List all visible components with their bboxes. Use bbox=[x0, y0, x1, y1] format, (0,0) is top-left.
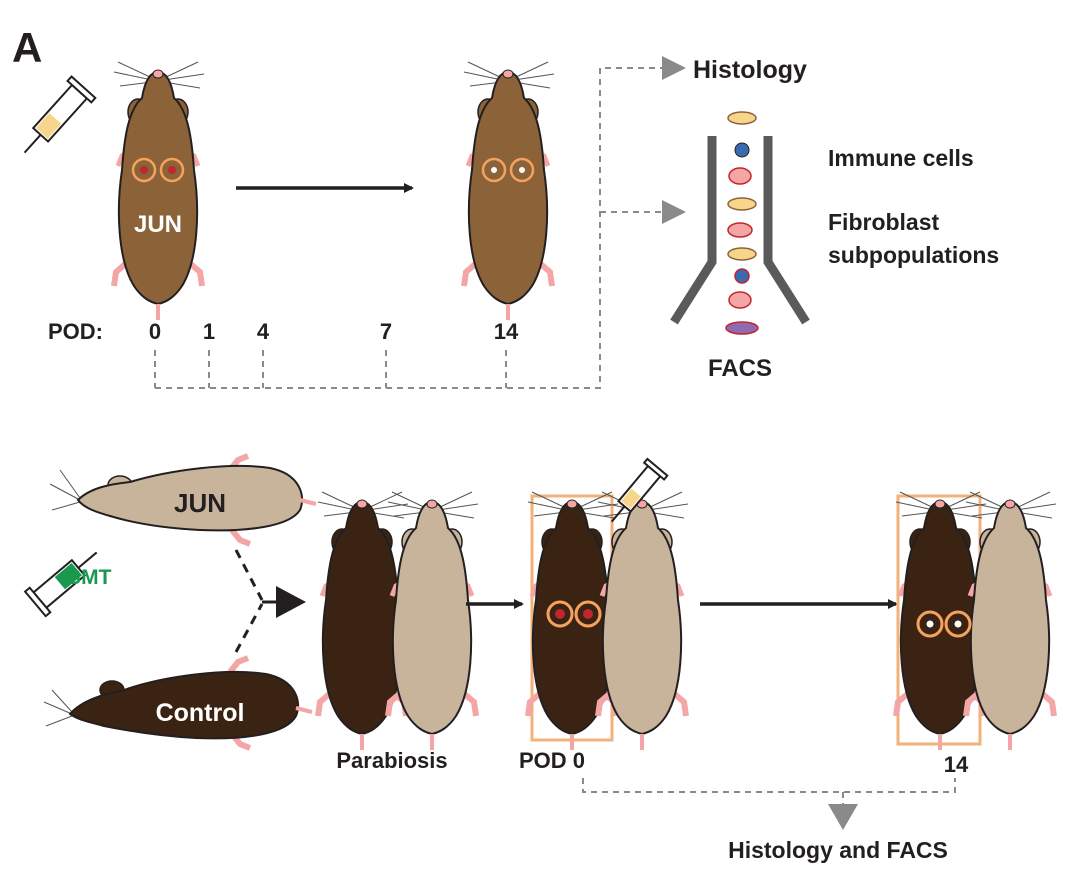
immune-cells-label: Immune cells bbox=[828, 145, 974, 171]
parabiosis-label: Parabiosis bbox=[336, 748, 447, 773]
timeline-dashed-connector bbox=[154, 67, 662, 389]
panel-label: A bbox=[12, 24, 42, 71]
wound-pair-red-pod0 bbox=[546, 600, 602, 628]
pod0-label: POD 0 bbox=[519, 748, 585, 773]
pod14-pair bbox=[896, 492, 1056, 750]
control-label: Control bbox=[156, 699, 245, 727]
pod-day-1: 1 bbox=[203, 319, 215, 344]
pod-prefix: POD: bbox=[48, 319, 103, 344]
bmt-label: BMT bbox=[66, 566, 112, 589]
pod-day-7: 7 bbox=[380, 319, 392, 344]
fibroblast-label-line1: Fibroblast bbox=[828, 209, 940, 235]
facs-cells bbox=[725, 111, 759, 335]
wound-pair-healed bbox=[481, 157, 535, 183]
fibroblast-label-line2: subpopulations bbox=[828, 242, 999, 268]
pod-day-4: 4 bbox=[257, 319, 270, 344]
parabiosis-pair bbox=[318, 492, 478, 750]
merge-connector bbox=[234, 549, 264, 653]
jun-mouse-day14 bbox=[464, 62, 554, 320]
jun-mouse-horizontal bbox=[49, 453, 317, 547]
syringe-icon bbox=[23, 75, 97, 154]
pod-day-14: 14 bbox=[494, 319, 519, 344]
pod-day-0: 0 bbox=[149, 319, 161, 344]
syringe-icon-pod0 bbox=[610, 457, 669, 523]
result-arrowhead bbox=[828, 804, 858, 830]
histology-label: Histology bbox=[693, 56, 807, 84]
facs-funnel bbox=[670, 136, 810, 325]
control-mouse-horizontal bbox=[43, 655, 313, 751]
bmt-syringe-icon bbox=[23, 551, 98, 618]
merge-arrowhead bbox=[276, 586, 306, 618]
histology-arrowhead bbox=[662, 56, 686, 80]
bottom-dashed-connector bbox=[582, 778, 956, 804]
result-label: Histology and FACS bbox=[728, 837, 948, 863]
jun-mouse-label: JUN bbox=[134, 211, 182, 238]
facs-arrowhead bbox=[662, 200, 686, 224]
wound-pair-red bbox=[131, 157, 185, 183]
jun-horizontal-label: JUN bbox=[174, 488, 226, 518]
facs-label: FACS bbox=[708, 355, 772, 382]
jun-mouse-day0 bbox=[114, 62, 204, 320]
wound-pair-healed-pod14 bbox=[916, 610, 972, 638]
pod0-pair bbox=[528, 492, 688, 750]
pod14-label: 14 bbox=[944, 752, 969, 777]
